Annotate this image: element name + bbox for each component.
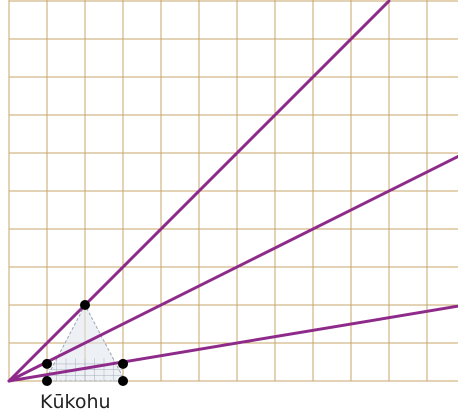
left-point: [42, 358, 52, 369]
ray-shallow: [7, 304, 458, 383]
caption-label: Kūkohu: [40, 391, 111, 413]
apex-point: [80, 300, 90, 310]
bottom-left-point: [42, 376, 52, 386]
ray-steep: [7, 0, 391, 383]
points: [42, 300, 128, 386]
right-point: [118, 358, 128, 369]
bottom-right-point: [118, 376, 128, 386]
ray-middle: [7, 154, 458, 383]
rays: [7, 0, 458, 383]
